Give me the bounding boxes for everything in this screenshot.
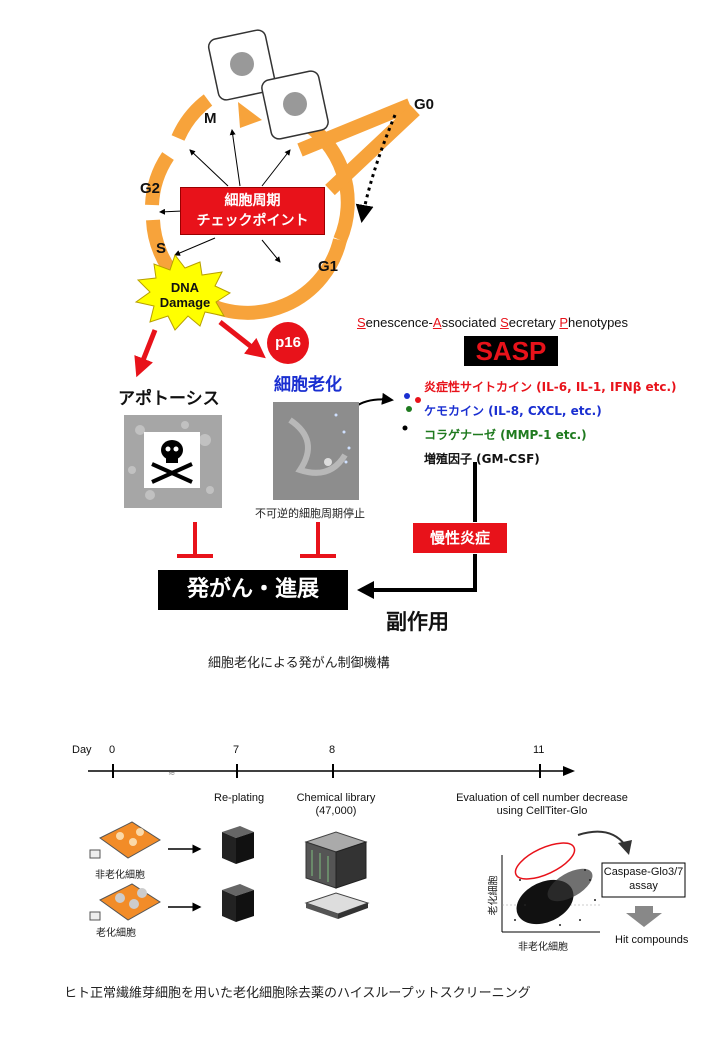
phase-g2: G2: [140, 180, 161, 197]
plot-x-label: 非老化細胞: [518, 942, 568, 953]
dna-damage-line2: Damage: [159, 295, 211, 310]
sasp-item-growth-factor: 増殖因子 (GM-CSF): [424, 452, 540, 466]
sasp-item-cytokine: 炎症性サイトカイン (IL-6, IL-1, IFNβ etc.): [424, 380, 677, 394]
senescent-gate: [514, 842, 576, 880]
caspase-label: Caspase-Glo3/7 assay: [602, 865, 685, 893]
sasp-a-rest: ssociated: [441, 315, 501, 330]
cell-icon-2: [261, 70, 329, 140]
p16-badge: [267, 322, 309, 364]
sasp-badge: SASP: [464, 336, 558, 366]
senescence-arrow: [218, 320, 266, 359]
dot-green: [406, 406, 412, 412]
dna-damage-burst: [134, 253, 232, 331]
cell-icon-1: [207, 29, 277, 101]
sasp-full-name: Senescence-Associated Secretary Phenotyp…: [357, 315, 628, 330]
chemical-library-line1: Chemical library: [296, 792, 376, 804]
hit-arrow: [626, 906, 662, 927]
side-effect-path: [370, 462, 477, 592]
chemical-library-line2: (47,000): [315, 805, 357, 817]
phase-g1: G1: [318, 258, 339, 275]
sasp-a-initial: A: [432, 315, 442, 330]
g2m-arrowhead: [238, 102, 262, 128]
apoptosis-label: アポトーシス: [118, 389, 220, 409]
replating-label: Re-plating: [214, 792, 265, 804]
day-8: 8: [329, 744, 336, 756]
plate-cube-1: [222, 826, 254, 864]
cell-cycle-ring: [145, 94, 420, 320]
dot-blue: [404, 393, 410, 399]
sasp-p-initial: P: [559, 315, 569, 330]
skull-icon: [144, 432, 200, 488]
day-7: 7: [233, 744, 240, 756]
evaluation-line2: using CellTiter-Glo: [496, 805, 588, 817]
cancer-progression-box: 発がん・進展: [158, 570, 348, 610]
sasp-item-chemokine: ケモカイン (IL-8, CXCL, etc.): [424, 404, 602, 418]
caspase-box: [601, 862, 686, 898]
timeline-ticks: [112, 764, 541, 778]
chemical-library-label: Chemical library (47,000): [288, 792, 384, 818]
day-label: Day: [72, 744, 92, 756]
senescence-image: [273, 402, 359, 500]
evaluation-line1: Evaluation of cell number decrease: [456, 792, 628, 804]
top-caption: 細胞老化による発がん制御機構: [208, 656, 390, 671]
p16-label: p16: [275, 334, 301, 351]
scatter-plot: [501, 842, 600, 933]
checkpoint-box: 細胞周期 チェックポイント: [180, 187, 325, 235]
hit-compounds-label: Hit compounds: [615, 934, 689, 946]
checkpoint-line2: チェックポイント: [196, 213, 309, 229]
apoptosis-arrow: [134, 329, 158, 378]
bottom-caption: ヒト正常繊維芽細胞を用いた老化細胞除去薬のハイスループットスクリーニング: [64, 986, 531, 1001]
flask-non-senescent: [89, 821, 161, 859]
day-0: 0: [109, 744, 116, 756]
chemical-library-rack: [304, 831, 370, 919]
irreversible-arrest-label: 不可逆的細胞周期停止: [255, 507, 365, 520]
senescent-flask-label: 老化細胞: [96, 928, 136, 939]
phase-g0: G0: [414, 96, 435, 113]
plate-cube-2: [222, 884, 254, 922]
sasp-item-collagenase: コラゲナーゼ (MMP-1 etc.): [424, 428, 587, 442]
plot-y-label: 老化細胞: [488, 875, 500, 916]
dot-black: [402, 425, 408, 431]
sasp-s2-rest: ecretary: [508, 315, 560, 330]
day-11: 11: [533, 744, 545, 756]
flask-senescent: [89, 883, 161, 921]
sasp-list: 炎症性サイトカイン (IL-6, IL-1, IFNβ etc.) ケモカイン …: [424, 375, 677, 471]
dna-damage-label: DNA Damage: [150, 280, 220, 310]
dna-damage-line1: DNA: [170, 280, 200, 295]
non-senescent-flask-label: 非老化細胞: [95, 870, 145, 881]
inhibit-senescence: [300, 522, 336, 558]
side-effect-label: 副作用: [386, 610, 449, 634]
phase-s: S: [156, 240, 167, 257]
chronic-inflammation-box: 慢性炎症: [412, 522, 508, 554]
evaluation-label: Evaluation of cell number decrease using…: [430, 792, 654, 818]
gate-to-caspase-arrow: [577, 830, 626, 846]
sasp-s2-initial: S: [500, 315, 509, 330]
inhibit-apoptosis: [177, 522, 213, 558]
sasp-s1-rest: enescence-: [365, 315, 433, 330]
axis-break: ≈: [168, 769, 176, 779]
senescence-label: 細胞老化: [274, 375, 342, 395]
sasp-p-rest: henotypes: [568, 315, 629, 330]
checkpoint-line1: 細胞周期: [224, 193, 281, 209]
caspase-line2: assay: [629, 880, 658, 892]
caspase-line1: Caspase-Glo3/7: [603, 866, 684, 878]
sasp-s1-initial: S: [357, 315, 366, 330]
dot-red: [415, 397, 421, 403]
g0-dotted-arrow: [355, 114, 397, 223]
phase-m: M: [204, 110, 217, 127]
